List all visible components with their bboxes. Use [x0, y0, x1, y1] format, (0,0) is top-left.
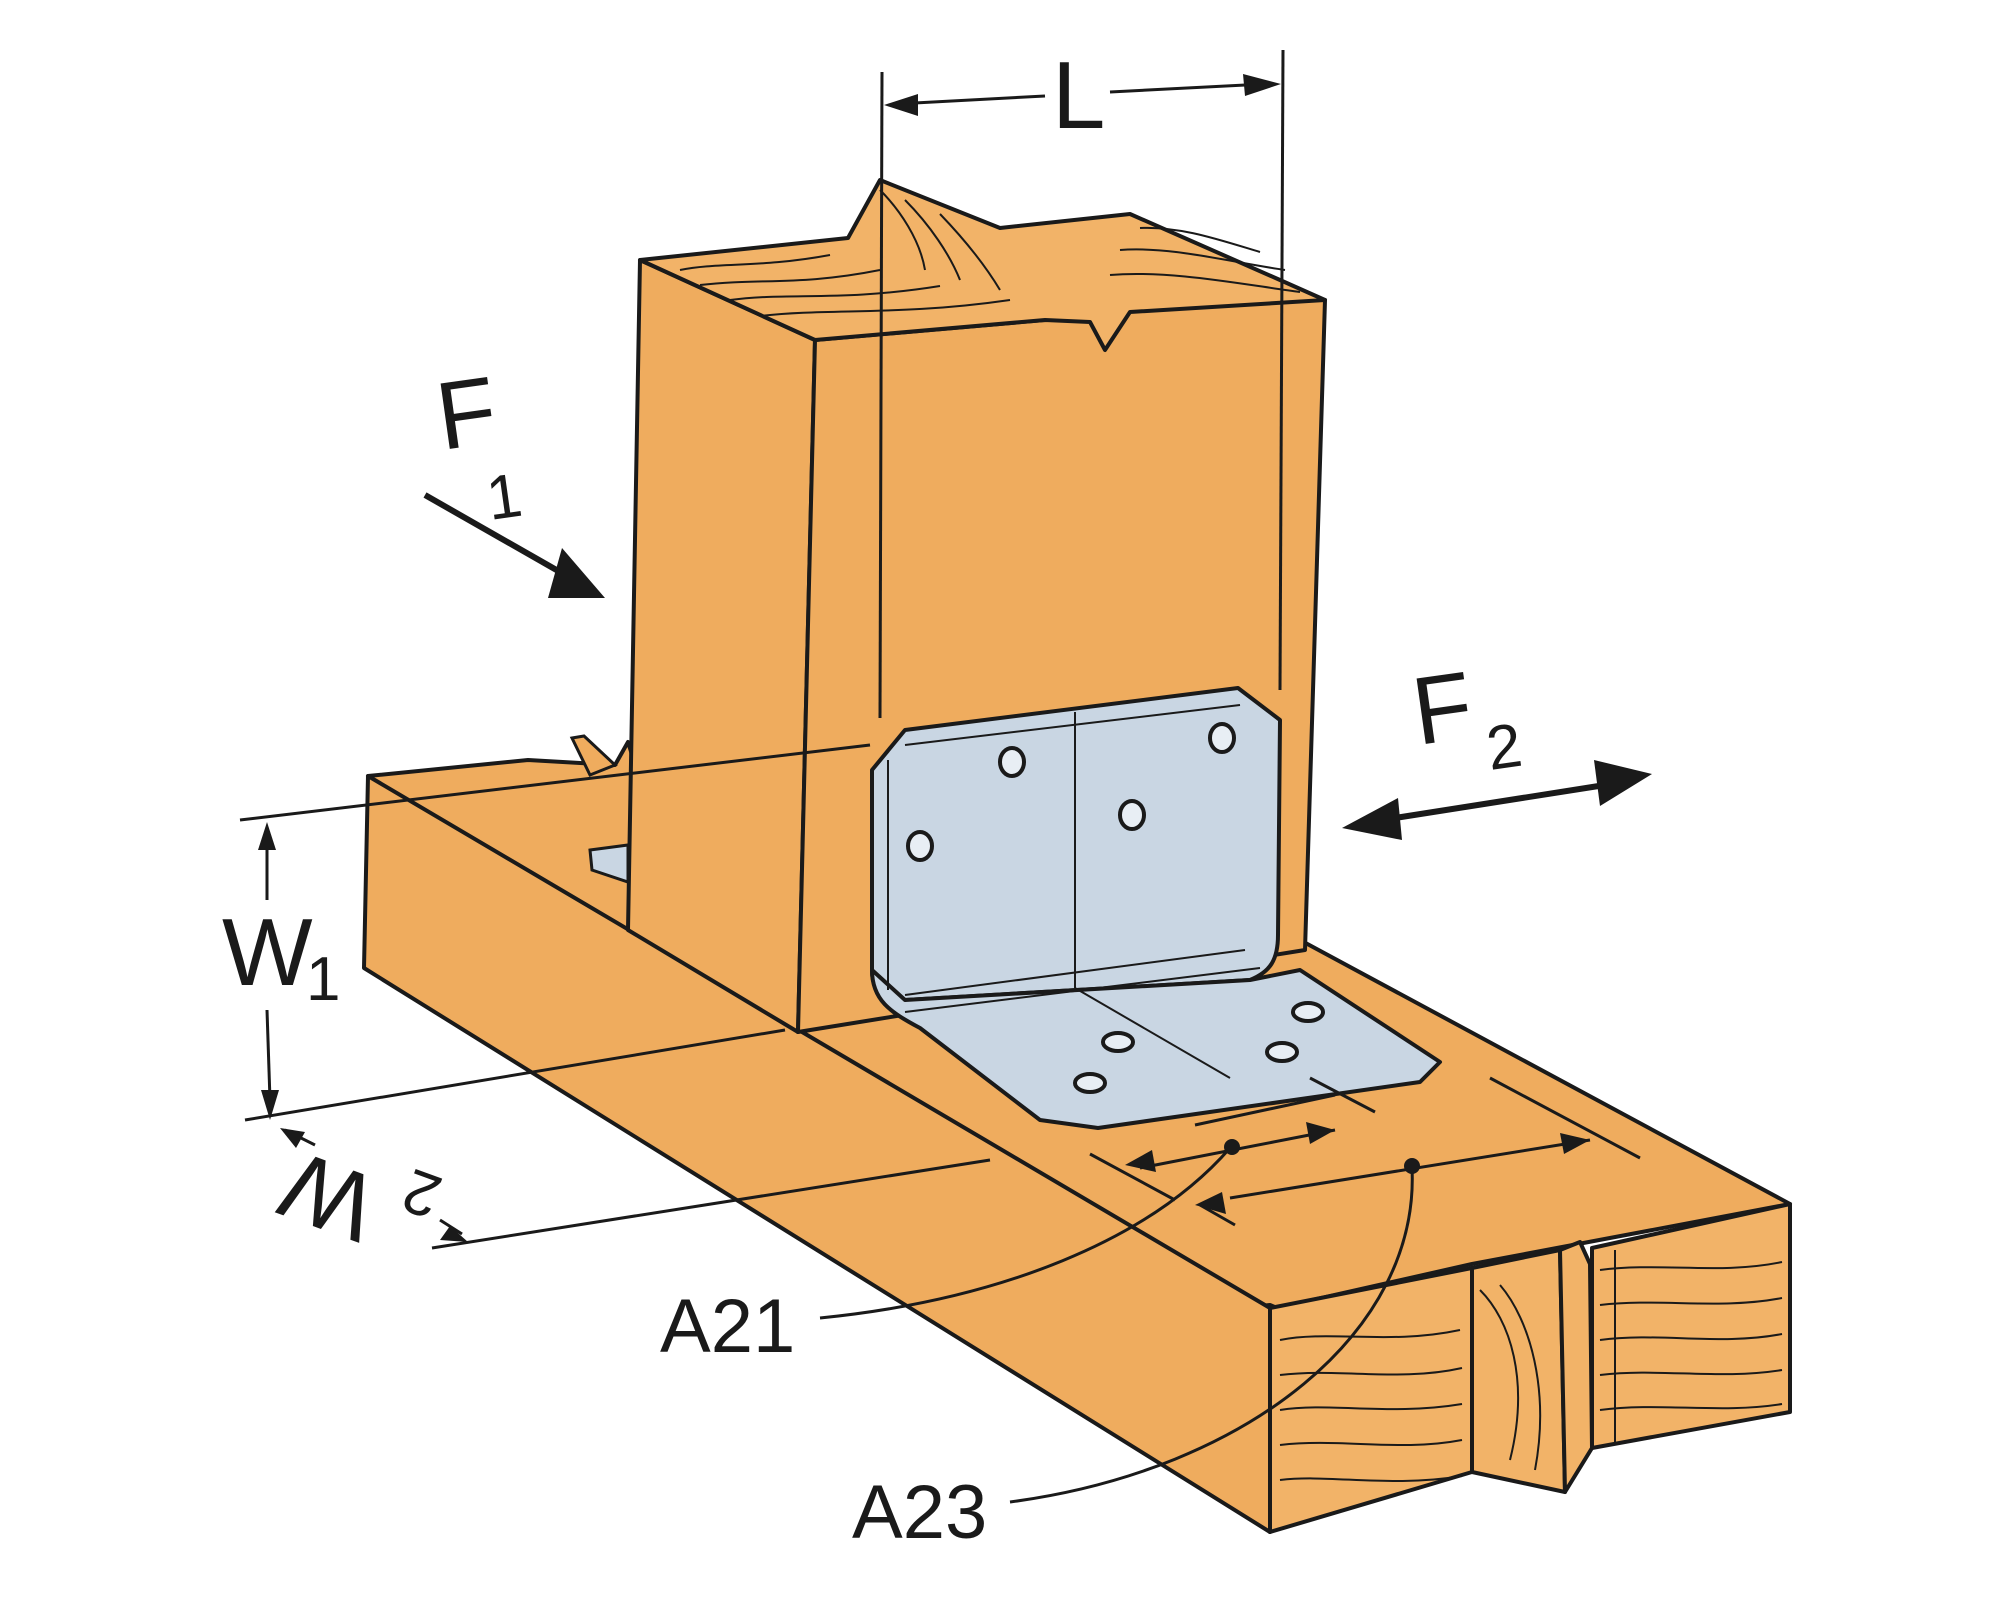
leader-a23: [1009, 1167, 1414, 1504]
beam-end-face-notch: [1558, 1240, 1594, 1494]
bracket-hole: [1291, 1001, 1325, 1023]
label-f1: F: [430, 357, 503, 471]
force-arrow-f2: [1342, 760, 1652, 840]
bracket-hole: [998, 746, 1026, 778]
post-left-face: [626, 258, 817, 1034]
label-a23: A23: [852, 1470, 987, 1555]
bracket-detail-lines: [887, 704, 1261, 1079]
label-w1-subscript: 1: [306, 945, 340, 1014]
beam-end-grain: [1279, 1250, 1783, 1483]
bracket-holes: [906, 722, 1325, 1094]
force-arrow-f1: [423, 492, 605, 598]
label-f2: F: [1406, 652, 1479, 766]
far-side-bracket: [569, 734, 630, 885]
bracket-hole: [906, 830, 934, 862]
label-f1-subscript: 1: [482, 461, 526, 534]
label-w2: W: [267, 1130, 389, 1262]
bracket-hole: [1265, 1041, 1299, 1063]
beam-end-face-notch-left: [1470, 1248, 1567, 1494]
bracket-hole: [1208, 722, 1236, 754]
bracket-hole: [1101, 1031, 1135, 1053]
bracket-hole: [1073, 1072, 1107, 1094]
label-f2-subscript: 2: [1482, 711, 1526, 784]
post-top-grain: [679, 189, 1301, 317]
dimension-arrowheads: [258, 74, 1590, 1242]
beam-end-face-right: [1590, 1202, 1792, 1450]
label-a21: A21: [660, 1284, 795, 1369]
dimension-lines: [239, 49, 1641, 1504]
label-w1: W: [222, 899, 313, 1006]
label-l: L: [1052, 42, 1105, 149]
leader-a21: [819, 1147, 1232, 1320]
bracket-hole: [1118, 799, 1146, 831]
